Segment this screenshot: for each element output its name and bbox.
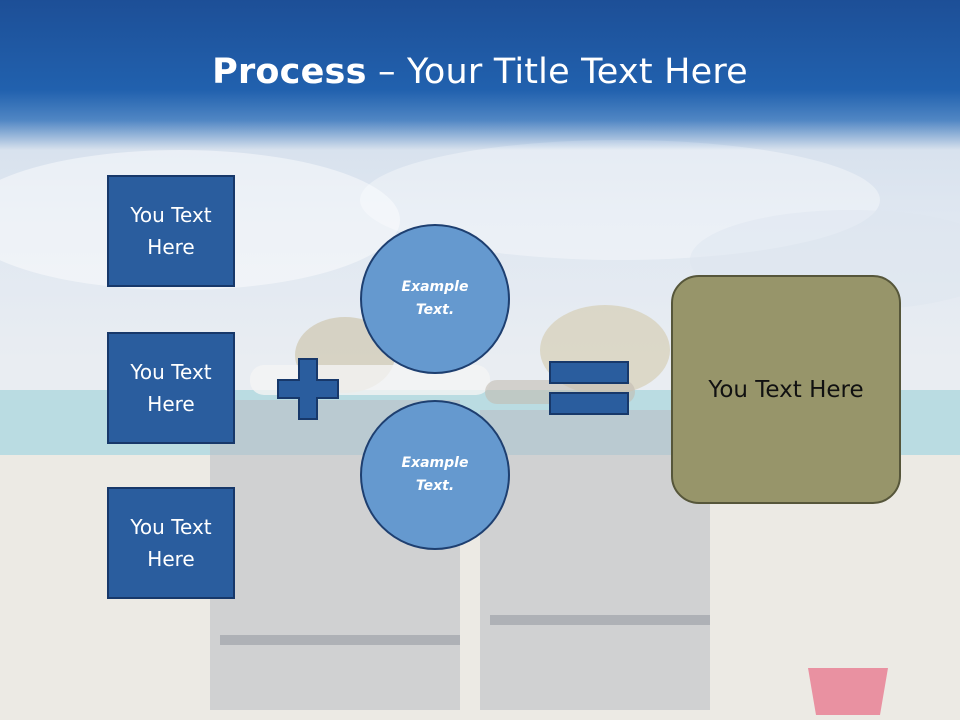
slide-title[interactable]: Process – Your Title Text Here bbox=[0, 52, 960, 92]
example-circle-1[interactable]: Example Text. bbox=[360, 224, 510, 374]
equals-icon bbox=[549, 361, 629, 415]
title-bold: Process bbox=[212, 52, 367, 92]
title-rest: – Your Title Text Here bbox=[366, 52, 748, 92]
text-box-2-label: You Text Here bbox=[130, 360, 212, 416]
title-bar bbox=[0, 0, 960, 150]
text-box-3-label: You Text Here bbox=[130, 515, 212, 571]
text-box-2[interactable]: You Text Here bbox=[107, 332, 235, 444]
text-box-1[interactable]: You Text Here bbox=[107, 175, 235, 287]
result-box-label: You Text Here bbox=[708, 376, 864, 403]
text-box-3[interactable]: You Text Here bbox=[107, 487, 235, 599]
text-box-1-label: You Text Here bbox=[130, 203, 212, 259]
example-circle-2-label: Example Text. bbox=[401, 455, 469, 494]
plus-icon bbox=[277, 358, 339, 420]
result-box[interactable]: You Text Here bbox=[671, 275, 901, 504]
example-circle-1-label: Example Text. bbox=[401, 279, 469, 318]
example-circle-2[interactable]: Example Text. bbox=[360, 400, 510, 550]
